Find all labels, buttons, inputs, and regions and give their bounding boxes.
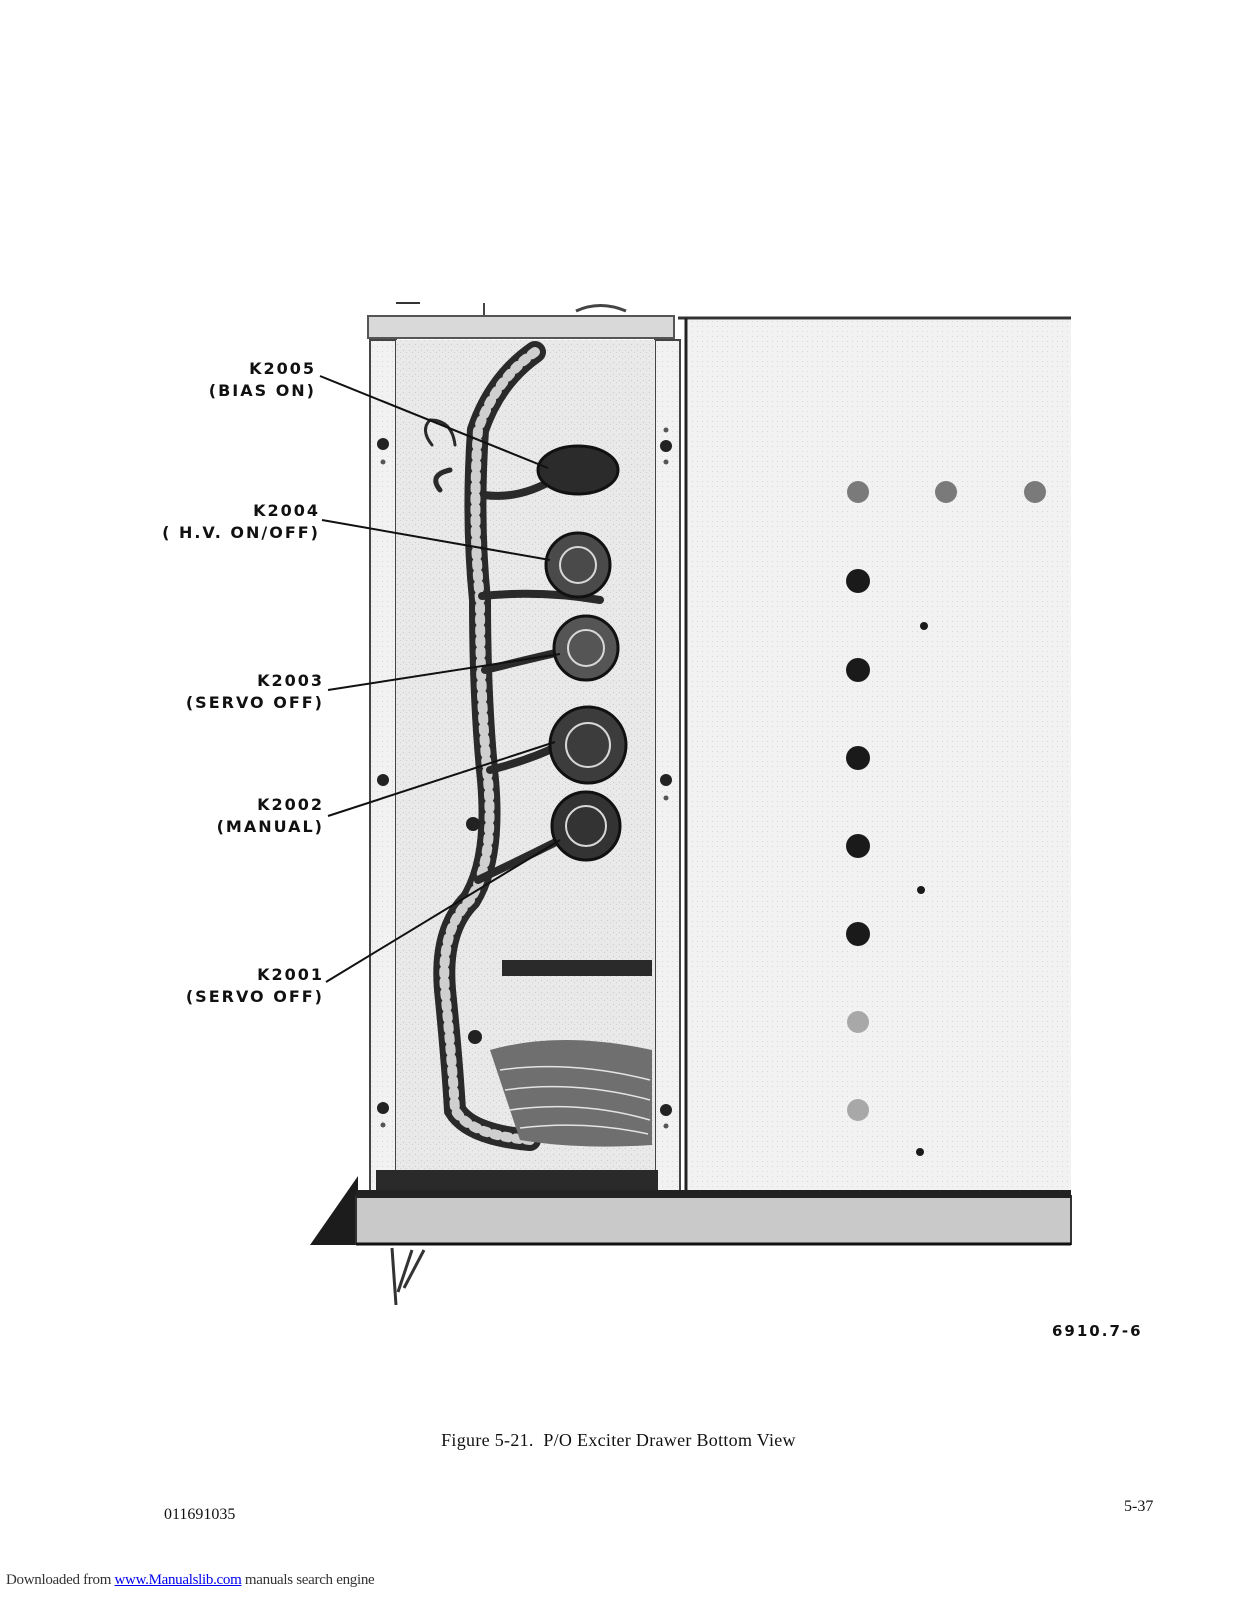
callout-k2002-id: K2002 [257, 795, 324, 814]
page-number: 5-37 [1124, 1498, 1154, 1515]
manualslib-link[interactable]: www.Manualslib.com [114, 1572, 242, 1588]
callout-k2001-id: K2001 [257, 965, 324, 984]
footer-prefix: Downloaded from [6, 1572, 115, 1588]
callout-k2003: K2003 (SERVO OFF) [94, 670, 324, 714]
callout-k2003-id: K2003 [257, 671, 324, 690]
callout-k2002: K2002 (MANUAL) [94, 794, 324, 838]
callout-k2004-desc: ( H.V. ON/OFF) [162, 523, 320, 542]
callout-k2003-desc: (SERVO OFF) [185, 693, 324, 712]
callout-k2005-id: K2005 [249, 359, 316, 378]
callout-k2004: K2004 ( H.V. ON/OFF) [90, 500, 320, 544]
callout-k2005: K2005 (BIAS ON) [86, 358, 316, 402]
callout-k2001: K2001 (SERVO OFF) [94, 964, 324, 1008]
footer-suffix: manuals search engine [241, 1572, 375, 1588]
callout-k2002-desc: (MANUAL) [216, 817, 324, 836]
callout-k2001-desc: (SERVO OFF) [185, 987, 324, 1006]
callout-k2005-desc: (BIAS ON) [208, 381, 316, 400]
document-number: 011691035 [164, 1506, 236, 1523]
download-footer: Downloaded from www.Manualslib.com manua… [6, 1572, 375, 1589]
figure-number: 6910.7-6 [1052, 1322, 1143, 1340]
figure-caption: Figure 5-21. P/O Exciter Drawer Bottom V… [441, 1430, 796, 1450]
callout-k2004-id: K2004 [253, 501, 320, 520]
